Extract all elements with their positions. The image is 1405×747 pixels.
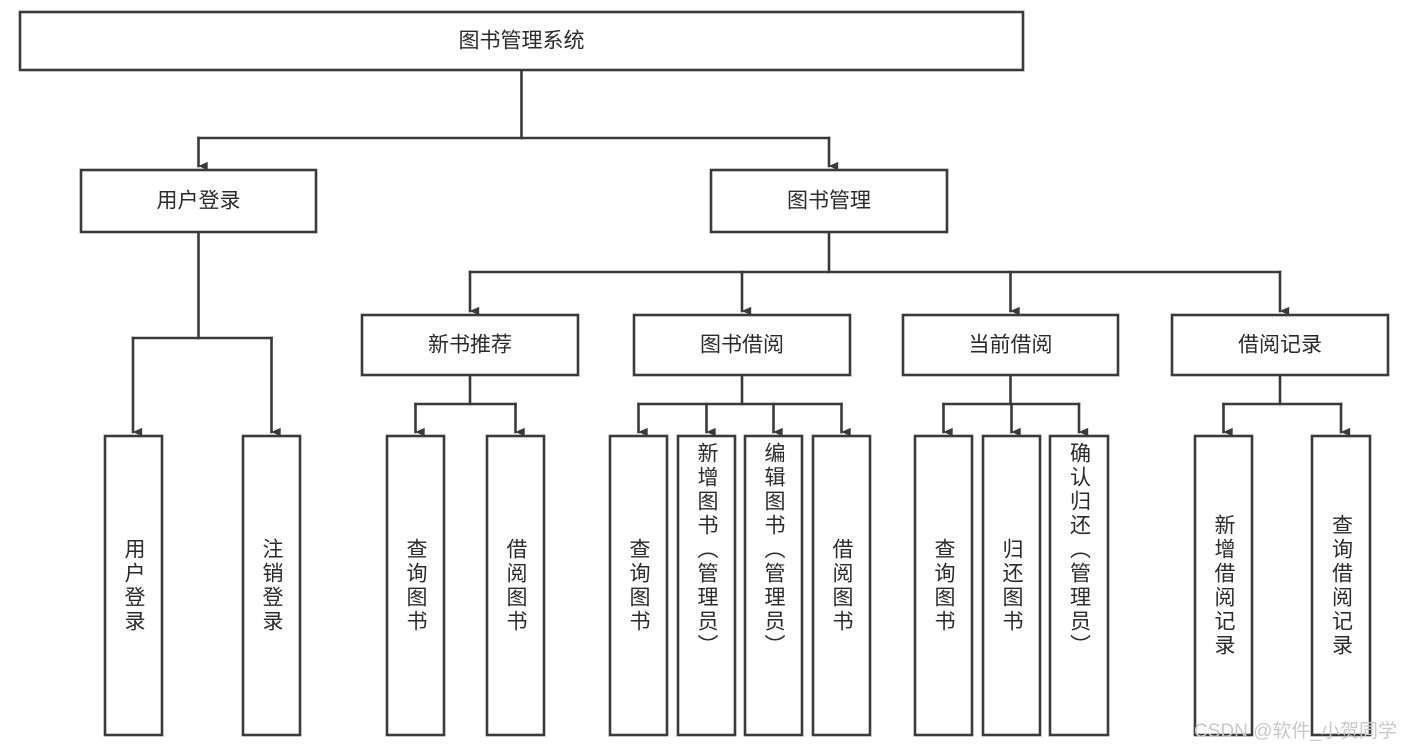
node-box-leaf-query-book-rec[interactable] bbox=[385, 434, 446, 737]
node-box-book-borrow[interactable] bbox=[632, 313, 852, 377]
node-labels-horizontal: 图书管理系统 用户登录 图书管理 新书推荐 图书借阅 当前借阅 借阅记录 bbox=[157, 30, 1323, 357]
edges-borrow-record-to-leaves bbox=[1222, 373, 1351, 437]
edges-new-book-recommend-to-leaves bbox=[414, 373, 525, 437]
node-box-leaf-edit-book[interactable] bbox=[743, 434, 804, 737]
node-box-leaf-borrow-book-rec[interactable] bbox=[485, 434, 546, 737]
node-box-leaf-logout[interactable] bbox=[241, 434, 302, 737]
node-box-leaf-borrow-book[interactable] bbox=[811, 434, 872, 737]
label-root: 图书管理系统 bbox=[459, 30, 585, 53]
label-book-borrow: 图书借阅 bbox=[700, 334, 784, 357]
node-box-leaf-query-book-cur[interactable] bbox=[913, 434, 974, 737]
edges-current-borrow-to-leaves bbox=[942, 373, 1089, 437]
node-box-leaf-confirm-return[interactable] bbox=[1048, 434, 1110, 737]
node-box-current-borrow[interactable] bbox=[901, 313, 1120, 377]
node-boxes bbox=[18, 10, 1390, 737]
edges-root-to-level2 bbox=[197, 68, 839, 171]
node-box-leaf-query-record[interactable] bbox=[1310, 434, 1372, 737]
label-new-book-recommend: 新书推荐 bbox=[428, 334, 512, 357]
node-box-book-manage[interactable] bbox=[709, 168, 949, 234]
node-box-leaf-query-book-borrow[interactable] bbox=[608, 434, 669, 737]
node-box-borrow-record[interactable] bbox=[1170, 313, 1390, 377]
edges-book-manage-to-level3 bbox=[468, 230, 1290, 316]
edges-book-borrow-to-leaves bbox=[637, 373, 851, 437]
node-box-new-book-recommend[interactable] bbox=[360, 313, 580, 377]
edges-user-login-to-leaves bbox=[131, 230, 281, 437]
node-box-user-login[interactable] bbox=[79, 168, 318, 234]
node-box-root[interactable] bbox=[18, 10, 1025, 72]
label-user-login: 用户登录 bbox=[157, 190, 241, 213]
node-box-leaf-add-record[interactable] bbox=[1193, 434, 1254, 737]
node-box-leaf-return-book[interactable] bbox=[981, 434, 1042, 737]
label-book-manage: 图书管理 bbox=[787, 190, 871, 213]
label-current-borrow: 当前借阅 bbox=[969, 334, 1053, 357]
node-box-leaf-add-book[interactable] bbox=[676, 434, 737, 737]
node-box-leaf-user-login[interactable] bbox=[103, 434, 164, 737]
csdn-watermark: CSDN @软件_小贺同学 bbox=[1194, 721, 1397, 742]
label-borrow-record: 借阅记录 bbox=[1238, 334, 1322, 357]
